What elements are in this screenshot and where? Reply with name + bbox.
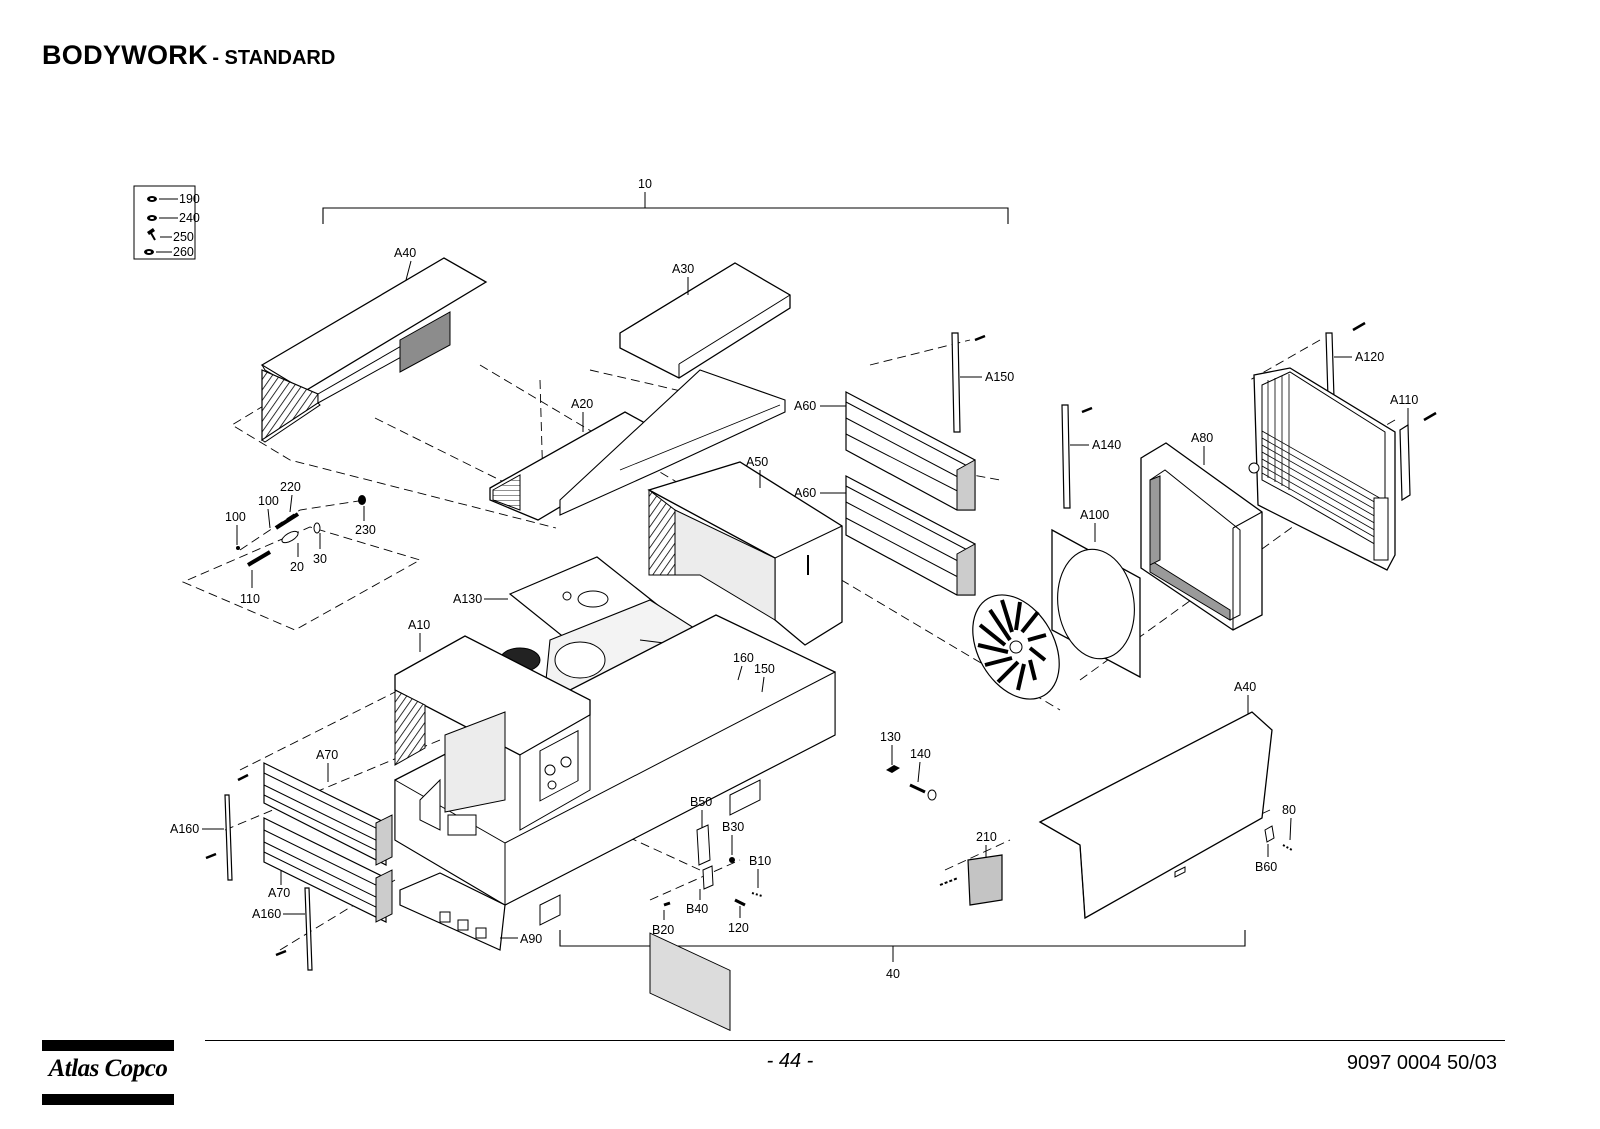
louvre-panel-a70-upper — [263, 762, 393, 866]
bottom-plate-a90 — [399, 872, 506, 951]
callout-a50: A50 — [746, 455, 768, 469]
support-strip-a160-lower — [275, 887, 313, 971]
callout-a70-upper: A70 — [316, 748, 338, 762]
louvre-panel-a60-upper — [845, 391, 976, 511]
louvre-panel-a70-lower — [263, 817, 393, 923]
legend-item-260: 260 — [173, 245, 194, 259]
callout-a130: A130 — [453, 592, 482, 606]
callout-40: 40 — [886, 967, 900, 981]
legend-item-240: 240 — [179, 211, 200, 225]
callout-230: 230 — [355, 523, 376, 537]
side-door-a40-bottom — [1038, 711, 1273, 920]
callout-b30: B30 — [722, 820, 744, 834]
page-title-main: BODYWORK — [42, 40, 208, 70]
callout-b10: B10 — [749, 854, 771, 868]
callout-100a: 100 — [258, 494, 279, 508]
page-number: - 44 - — [766, 1050, 814, 1072]
fan-shroud-a80 — [1140, 442, 1263, 631]
callout-b40: B40 — [686, 902, 708, 916]
callout-a80: A80 — [1191, 431, 1213, 445]
support-strip-a150 — [951, 332, 986, 433]
callout-210: 210 — [976, 830, 997, 844]
legend-item-250: 250 — [173, 230, 194, 244]
callout-a90: A90 — [520, 932, 542, 946]
support-strip-a140 — [1061, 404, 1093, 509]
callout-a160-lower: A160 — [252, 907, 281, 921]
callout-a60-upper: A60 — [794, 399, 816, 413]
canopy-a10 — [394, 635, 591, 831]
washer-icon — [147, 196, 157, 202]
callout-160: 160 — [733, 651, 754, 665]
callout-b60: B60 — [1255, 860, 1277, 874]
page-title-sub: - STANDARD — [212, 47, 336, 69]
callout-20: 20 — [290, 560, 304, 574]
brand-logo: Atlas Copco — [42, 1040, 174, 1105]
callout-b20: B20 — [652, 923, 674, 937]
radiator-cooler — [1248, 367, 1396, 571]
cooling-fan-icon — [972, 594, 1060, 700]
legend-item-190: 190 — [179, 192, 200, 206]
callout-a150: A150 — [985, 370, 1014, 384]
callout-b50: B50 — [690, 795, 712, 809]
logo-wordmark: Atlas Copco — [48, 1055, 168, 1082]
group-bracket-40: 40 — [559, 930, 1246, 981]
latch-hardware-icon — [886, 765, 937, 801]
bracket-a110 — [1399, 411, 1437, 502]
roof-rail-a20 — [489, 369, 786, 521]
callout-140: 140 — [910, 747, 931, 761]
washer-icon — [147, 215, 157, 221]
callout-a40-bottom: A40 — [1234, 680, 1256, 694]
callout-a110: A110 — [1390, 393, 1418, 407]
callout-a70-lower: A70 — [268, 886, 290, 900]
door-latch-icon — [1264, 825, 1293, 851]
callout-a20: A20 — [571, 397, 593, 411]
document-number: 9097 0004 50/03 — [1346, 1052, 1497, 1074]
callout-100b: 100 — [225, 510, 246, 524]
top-canopy-panel-a40 — [260, 257, 488, 443]
callout-110: 110 — [240, 592, 260, 606]
callout-a10: A10 — [408, 618, 430, 632]
page-title: BODYWORK - STANDARD — [42, 40, 335, 71]
support-strip-a160-upper — [205, 773, 249, 881]
hinge-assembly-icon — [663, 824, 763, 907]
base-frame — [394, 614, 836, 926]
logo-bar-top — [42, 1040, 174, 1051]
filter-box-210 — [939, 854, 1003, 906]
callout-220: 220 — [280, 480, 301, 494]
top-cover-a30 — [619, 262, 791, 379]
callout-150: 150 — [754, 662, 775, 676]
logo-bar-bottom — [42, 1094, 174, 1105]
callout-a160-upper: A160 — [170, 822, 199, 836]
nut-icon — [144, 249, 154, 255]
bolt-icon — [147, 228, 156, 241]
enclosure-box-a50 — [647, 461, 843, 646]
callout-a140: A140 — [1092, 438, 1121, 452]
callout-120: 120 — [728, 921, 749, 935]
callout-a40-top: A40 — [394, 246, 416, 260]
louvre-panel-a60-lower — [845, 475, 976, 596]
callout-a120: A120 — [1355, 350, 1384, 364]
callout-a60-lower: A60 — [794, 486, 816, 500]
fan-plate-a100 — [1051, 528, 1141, 679]
callout-a30: A30 — [672, 262, 694, 276]
callout-30: 30 — [313, 552, 327, 566]
callout-80: 80 — [1282, 803, 1296, 817]
footer-rule — [205, 1040, 1505, 1041]
callout-130: 130 — [880, 730, 901, 744]
hardware-bolt-icon — [236, 495, 366, 567]
callout-10: 10 — [638, 177, 652, 191]
hardware-legend-box: 190 240 250 260 — [133, 185, 200, 260]
group-bracket-10: 10 — [322, 177, 1009, 224]
callout-a100: A100 — [1080, 508, 1109, 522]
